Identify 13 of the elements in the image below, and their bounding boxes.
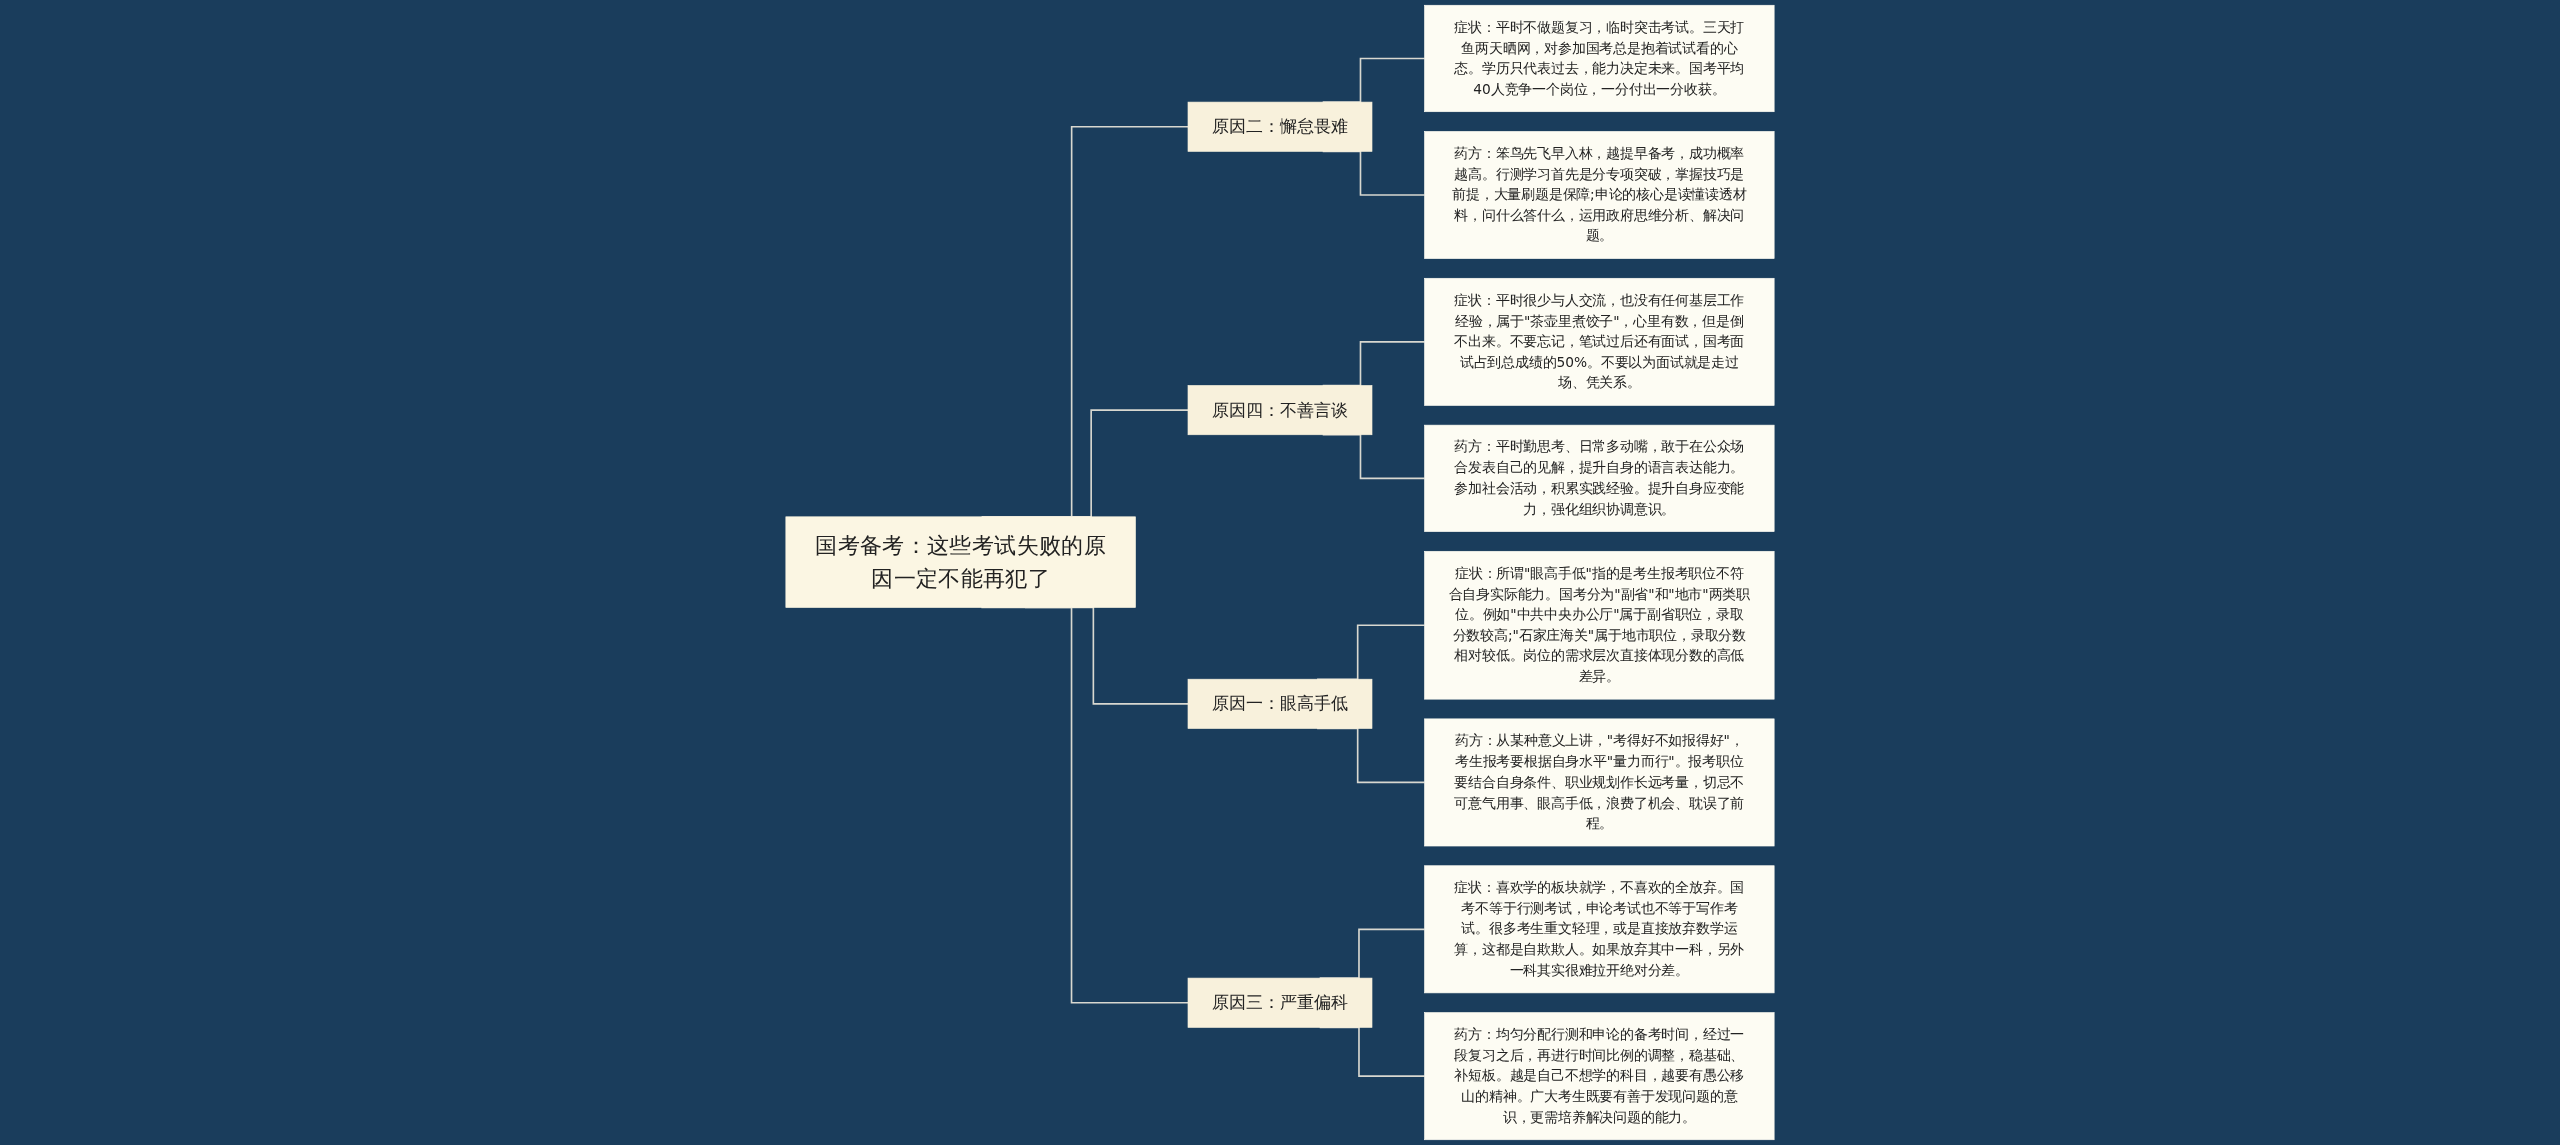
node-box: 药方：从某种意义上讲，"考得好不如报得好"，考生报考要根据自身水平"量力而行"。报考职位要结合自身条件、职业规划作长远考量，切忌不可意气用事、眼高手低，浪费了机会、耽误了前程。 (1424, 718, 1775, 847)
node-box: 症状：喜欢学的板块就学，不喜欢的全放弃。国考不等于行测考试，申论考试也不等于写作考试。很多考生重文轻理，或是直接放弃数学运算，这都是自欺欺人。如果放弃其中一科，另外一科其实很难拉开绝对分差。 (1424, 865, 1775, 994)
node-box: 药方：均匀分配行测和申论的备考时间，经过一段复习之后，再进行时间比例的调整，稳基础、补短板。越是自己不想学的科目，越要有愚公移山的精神。广大考生既要有善于发现问题的意识，更需培养解决问题的能力。 (1424, 1012, 1775, 1141)
node-box: 药方：平时勤思考、日常多动嘴，敢于在公众场合发表自己的见解，提升自身的语言表达能力。参加社会活动，积累实践经验。提升自身应变能力，强化组织协调意识。 (1424, 424, 1775, 532)
node-box: 原因四：不善言谈 (1187, 385, 1373, 436)
node-box: 国考备考：这些考试失败的原因一定不能再犯了 (785, 516, 1136, 608)
node-box: 症状：平时很少与人交流，也没有任何基层工作经验，属于"茶壶里煮饺子"，心里有数，但是倒不出来。不要忘记，笔试过后还有面试，国考面试占到总成绩的50%。不要以为面试就是走过场、凭关系。 (1424, 277, 1775, 406)
node-box: 原因一：眼高手低 (1187, 678, 1373, 729)
node-box: 原因三：严重偏科 (1187, 977, 1373, 1028)
node-box: 症状：所谓"眼高手低"指的是考生报考职位不符合自身实际能力。国考分为"副省"和"地市"两类职位。例如"中共中央办公厅"属于副省职位，录取分数较高;"石家庄海关"属于地市职位，录取分数相对较低。岗位的需求层次直接体现分数的高低差异。 (1424, 550, 1775, 700)
node-box: 症状：平时不做题复习，临时突击考试。三天打鱼两天晒网，对参加国考总是抱着试试看的心态。学历只代表过去，能力决定未来。国考平均40人竞争一个岗位，一分付出一分收获。 (1424, 4, 1775, 113)
node-box: 原因二：懈怠畏难 (1187, 101, 1373, 152)
node-box: 药方：笨鸟先飞早入林，越提早备考，成功概率越高。行测学习首先是分专项突破，掌握技巧是前提，大量刷题是保障;申论的核心是读懂读透材料，问什么答什么，运用政府思维分析、解决问题。 (1424, 131, 1775, 259)
